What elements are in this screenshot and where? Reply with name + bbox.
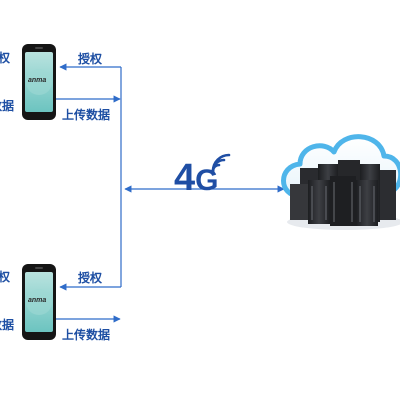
top-left-clipped-auth: 权 bbox=[0, 51, 11, 65]
network-4g-main: 4 bbox=[174, 157, 196, 199]
bottom-upload-label: 上传数据 bbox=[62, 328, 111, 342]
top-phone-logo: anma bbox=[28, 77, 47, 84]
top-auth-label: 授权 bbox=[78, 52, 103, 66]
bottom-auth-label: 授权 bbox=[78, 271, 103, 285]
top-left-clipped-upload: 数据 bbox=[0, 99, 15, 113]
top-phone-icon bbox=[22, 44, 56, 120]
bottom-left-clipped-upload: 数据 bbox=[0, 318, 15, 332]
bottom-phone-logo: anma bbox=[28, 297, 47, 304]
network-4g-label: 4G bbox=[174, 158, 218, 201]
bottom-phone-icon bbox=[22, 264, 56, 340]
top-upload-label: 上传数据 bbox=[62, 108, 111, 122]
wifi-signal-icon bbox=[211, 153, 231, 173]
network-4g-sub: G bbox=[195, 164, 219, 197]
bottom-left-clipped-auth: 权 bbox=[0, 270, 11, 284]
cloud-server-icon bbox=[281, 134, 400, 230]
